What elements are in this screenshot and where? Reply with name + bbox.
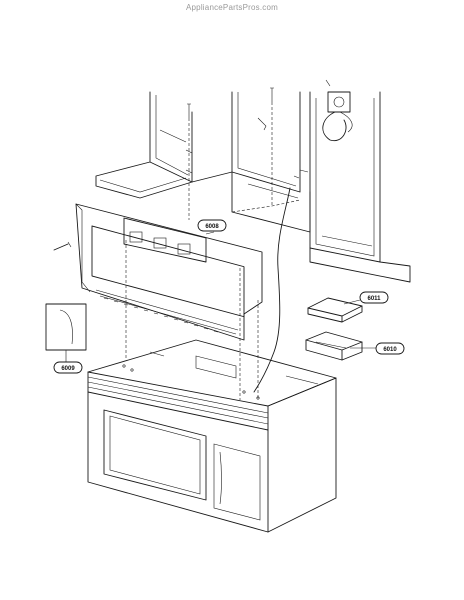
callout-charcoal-filter: 6011 (343, 291, 389, 305)
microwave-oven (87, 339, 337, 533)
callout-damper: 6010 (350, 342, 405, 355)
callout-label: 6010 (383, 347, 397, 353)
callout-template-sheet: 6009 (53, 361, 83, 374)
damper (305, 331, 363, 361)
callout-hanger-plate: 6008 (197, 219, 227, 235)
mounting-plate (75, 203, 263, 341)
template-sheet (45, 303, 87, 351)
watermark-text: AppliancePartsPros.com (186, 3, 278, 12)
alignment-lines (125, 102, 301, 400)
mounting-screws (53, 87, 274, 251)
callout-label: 6009 (61, 366, 75, 372)
upper-cabinets (95, 91, 411, 283)
charcoal-filter (307, 297, 363, 323)
power-cord (253, 187, 291, 393)
wall-outlet (322, 79, 353, 142)
callout-label: 6008 (205, 224, 219, 230)
callout-label: 6011 (367, 296, 381, 302)
